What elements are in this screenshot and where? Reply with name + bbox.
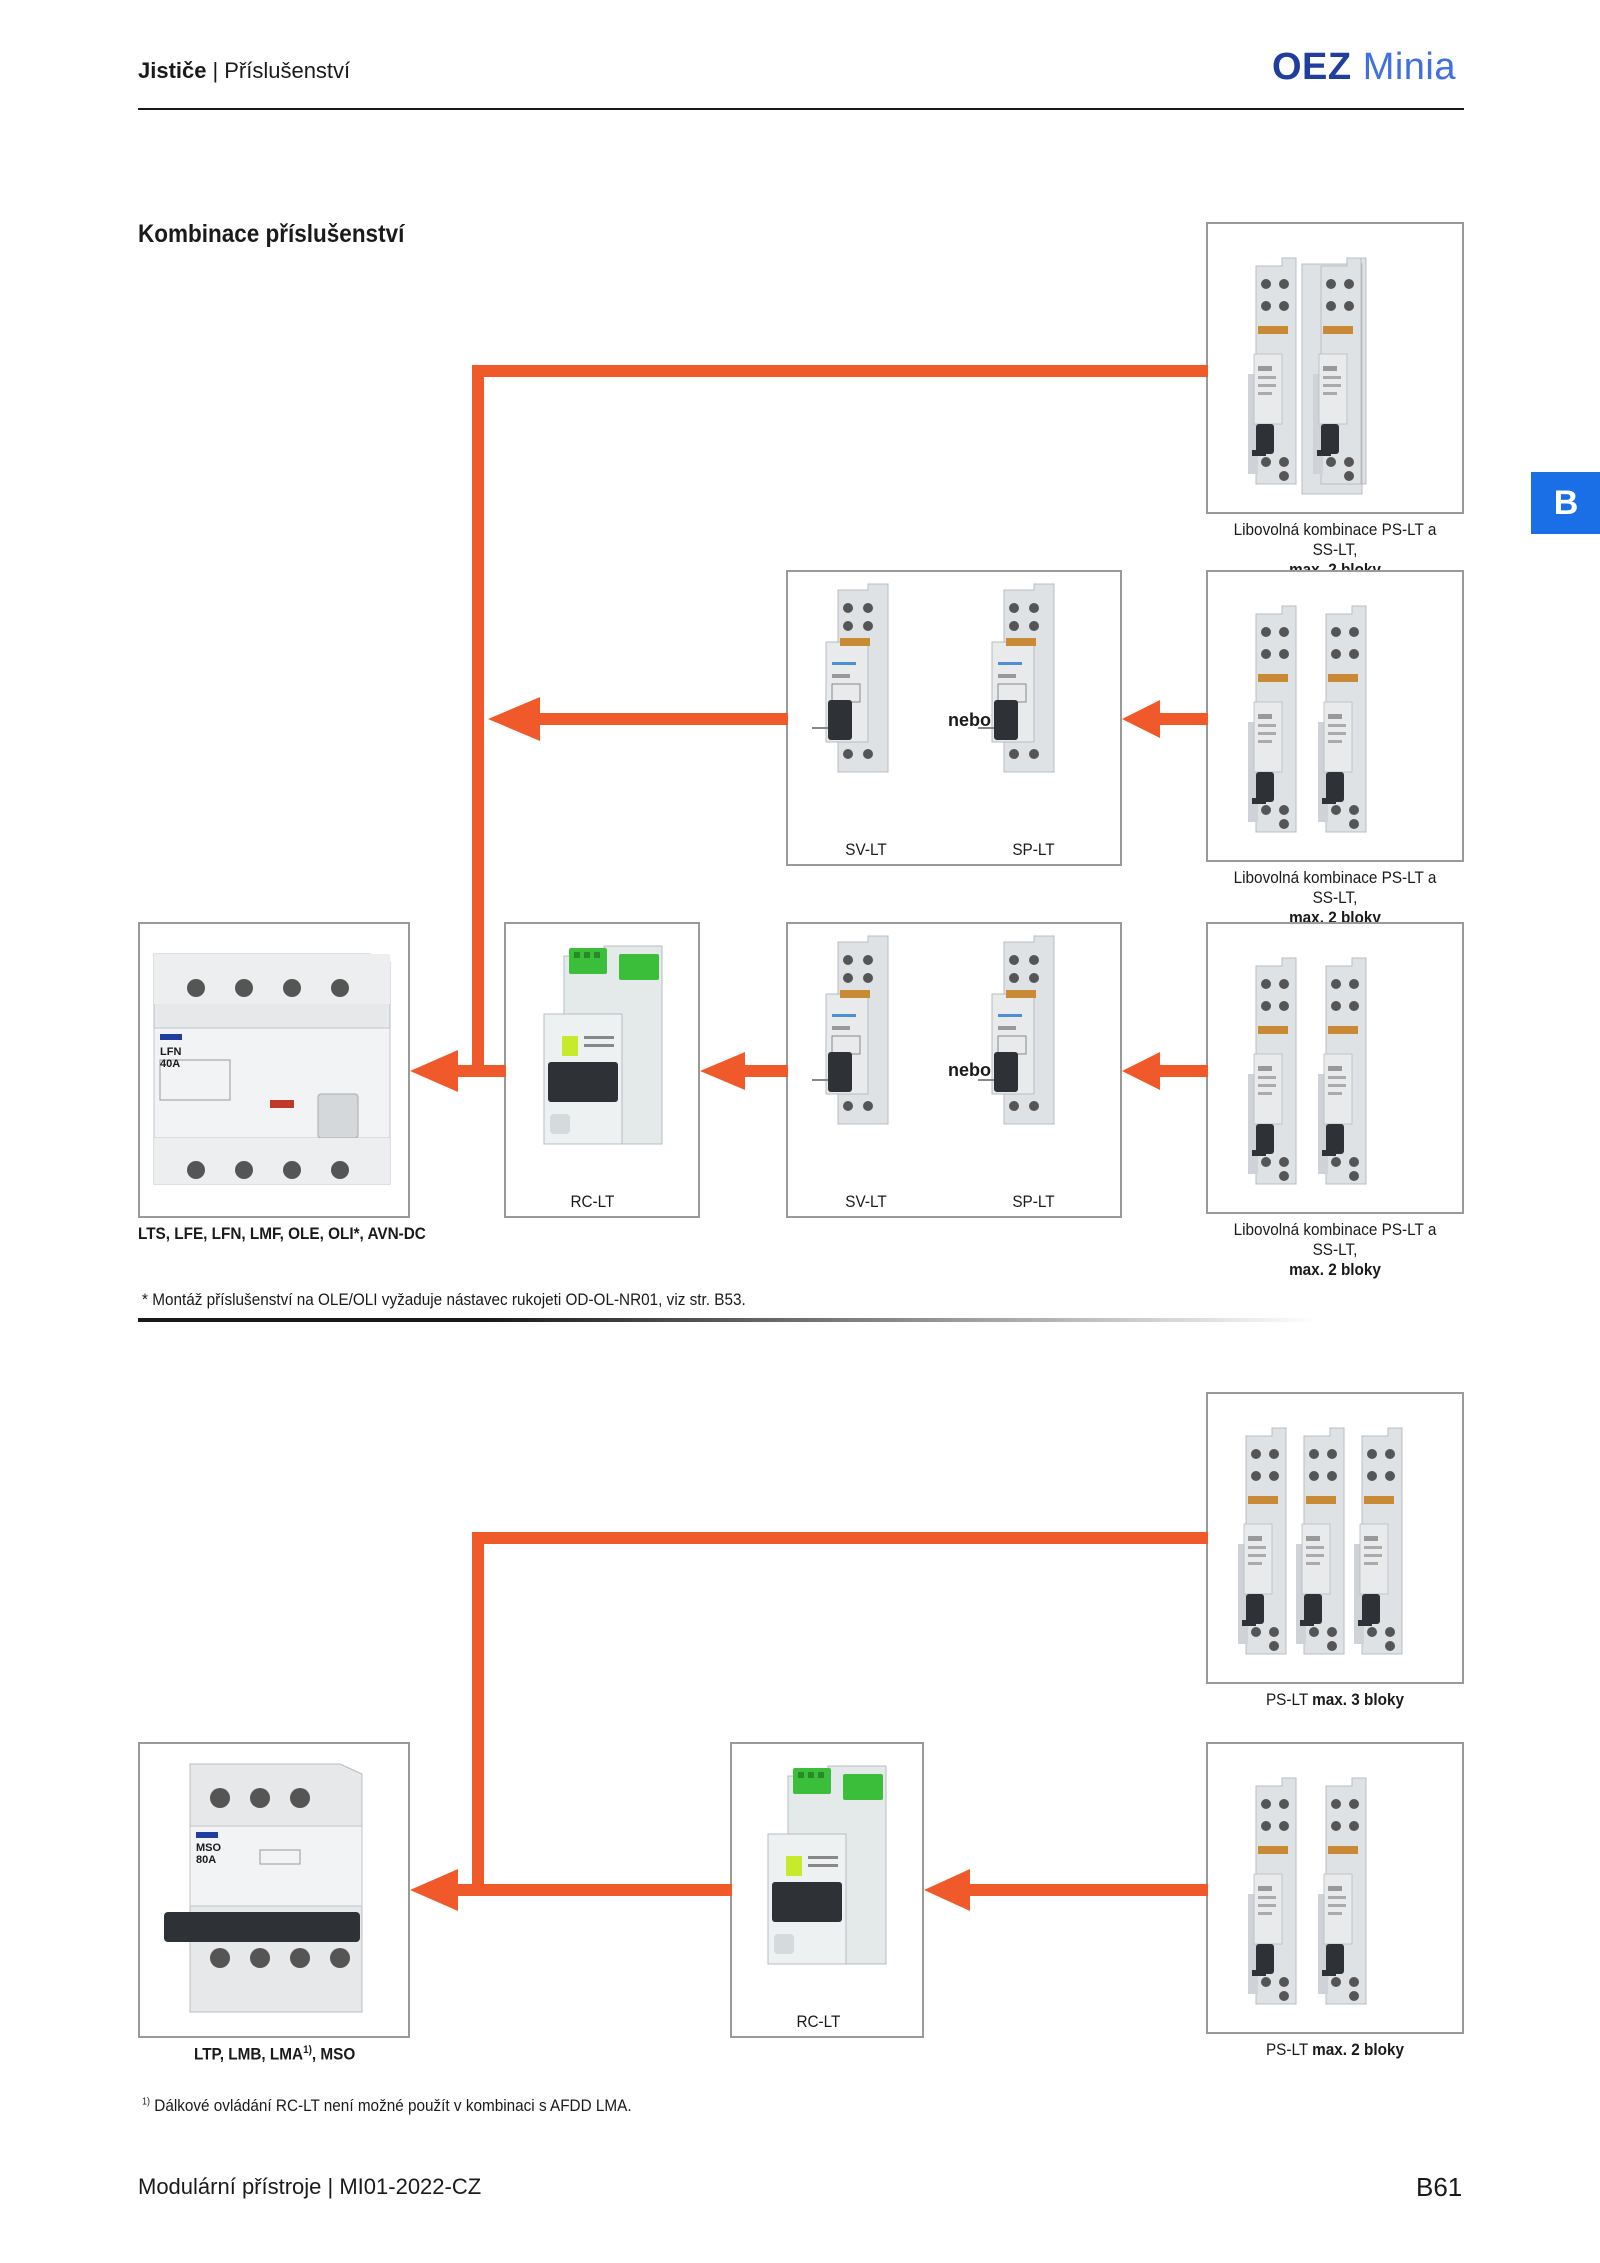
aux-module-pair-image [1247, 257, 1367, 495]
arrow-line-release [540, 713, 788, 725]
device-box-release-lower: nebo SV-LT SP-LT [786, 922, 1122, 1218]
caption-aux2-prefix: PS-LT [1265, 2040, 1308, 2059]
arrow-line-vertical [472, 365, 484, 1065]
footnote-section2: 1) Dálkové ovládání RC-LT není možné pou… [142, 2096, 632, 2116]
arrow-line-release-rclt [745, 1065, 788, 1077]
footer-page-number: B61 [1416, 2172, 1463, 2202]
header-breadcrumb: Jističe|Příslušenství [138, 58, 350, 84]
caption-aux-mid: Libovolná kombinace PS-LT a SS-LT, max. … [1219, 868, 1451, 928]
caption-rcd: LTS, LFE, LFN, LMF, OLE, OLI*, AVN-DC [138, 1224, 426, 1243]
caption-aux2-bold: max. 2 bloky [1312, 2040, 1405, 2059]
mcb-model-text: MSO [196, 1842, 222, 1854]
section-tab: B [1531, 472, 1600, 534]
arrow-head-rclt-rcd [410, 1050, 458, 1092]
caption-aux-top-line1: Libovolná kombinace PS-LT a SS-LT, [1233, 520, 1437, 559]
nebo-label: nebo [948, 710, 991, 730]
mcb-breaker-image [164, 1763, 363, 2013]
nebo-label: nebo [948, 1060, 991, 1080]
rcd-breaker-image [153, 953, 391, 1185]
caption-aux-mid-line1: Libovolná kombinace PS-LT a SS-LT, [1233, 868, 1437, 907]
arrow-head-release-rclt [700, 1052, 745, 1090]
header-subcategory: Příslušenství [224, 58, 351, 83]
rcd-rating-text: 40A [160, 1058, 181, 1070]
caption-aux-bot-line2: max. 2 bloky [1289, 1260, 1381, 1279]
brand-product: Minia [1362, 46, 1456, 88]
aux-module-pair-image [1247, 957, 1367, 1185]
aux-module-pair-image [1247, 1777, 1367, 2005]
rcd-model-text: LFN [160, 1046, 182, 1058]
label-sv-lt: SV-LT [845, 1192, 887, 1211]
arrow2-head-mcb [410, 1869, 458, 1911]
arrow-line-rclt-rcd [456, 1065, 506, 1077]
caption-aux3: PS-LT max. 3 bloky [1219, 1690, 1451, 1710]
rclt-module-image [767, 1765, 887, 1965]
arrow2-line-top [472, 1532, 1208, 1544]
caption-aux-bot: Libovolná kombinace PS-LT a SS-LT, max. … [1219, 1220, 1451, 1280]
device-box-release-upper: nebo SV-LT SP-LT [786, 570, 1122, 866]
device-box-aux3 [1206, 1392, 1464, 1684]
device-box-rclt: RC-LT [504, 922, 700, 1218]
arrow2-line-rclt-mcb [456, 1884, 732, 1896]
arrow2-line-vertical [472, 1532, 484, 1896]
arrow-line-top [472, 365, 1208, 377]
device-box-mcb: MSO 80A [138, 1742, 410, 2038]
device-box-aux-mid [1206, 570, 1464, 862]
footnote-text: Dálkové ovládání RC-LT není možné použít… [154, 2096, 632, 2115]
device-box-rclt-2: RC-LT [730, 1742, 924, 2038]
caption-aux-bot-line1: Libovolná kombinace PS-LT a SS-LT, [1233, 1220, 1437, 1259]
arrow2-line-aux-rclt [968, 1884, 1208, 1896]
caption-mcb-sup: 1) [303, 2044, 312, 2056]
device-box-aux2 [1206, 1742, 1464, 2034]
label-sv-lt: SV-LT [845, 840, 887, 859]
arrow-head-aux-bot [1122, 1052, 1160, 1090]
device-box-aux-top [1206, 222, 1464, 514]
arrow-head-release [488, 697, 540, 741]
device-box-rcd: LFN 40A [138, 922, 410, 1218]
arrow-line-aux-mid [1160, 713, 1208, 725]
caption-mcb-main: LTP, LMB, LMA [194, 2044, 304, 2064]
label-sp-lt: SP-LT [1012, 1192, 1055, 1211]
caption-aux3-bold: max. 3 bloky [1312, 1690, 1405, 1709]
aux-module-triple-image [1237, 1427, 1403, 1655]
footer-document: Modulární přístroje | MI01-2022-CZ [138, 2174, 482, 2199]
brand-logo: OEZ Minia [1272, 46, 1456, 89]
brand-oez: OEZ [1272, 46, 1352, 88]
caption-aux3-prefix: PS-LT [1265, 1690, 1308, 1709]
caption-aux2: PS-LT max. 2 bloky [1219, 2040, 1451, 2060]
label-rc-lt: RC-LT [570, 1192, 615, 1211]
rclt-module-image [543, 945, 663, 1145]
header-category: Jističe [138, 58, 207, 83]
label-rc-lt: RC-LT [796, 2012, 841, 2031]
label-sp-lt: SP-LT [1012, 840, 1055, 859]
footnote-sup: 1) [142, 2096, 151, 2108]
arrow-head-aux-mid [1122, 700, 1160, 738]
header-rule [138, 108, 1464, 110]
device-box-aux-bot [1206, 922, 1464, 1214]
caption-mcb: LTP, LMB, LMA1), MSO [194, 2044, 355, 2065]
section-divider [138, 1318, 1318, 1322]
mcb-rating-text: 80A [196, 1854, 217, 1866]
arrow-line-aux-bot [1160, 1065, 1208, 1077]
arrow2-head-rclt [924, 1869, 970, 1911]
aux-module-pair-image [1247, 605, 1367, 833]
footnote-section1: * Montáž příslušenství na OLE/OLI vyžadu… [142, 1290, 746, 1309]
caption-mcb-tail: , MSO [311, 2044, 356, 2064]
section-title: Kombinace příslušenství [138, 220, 405, 248]
header-separator: | [212, 58, 219, 83]
